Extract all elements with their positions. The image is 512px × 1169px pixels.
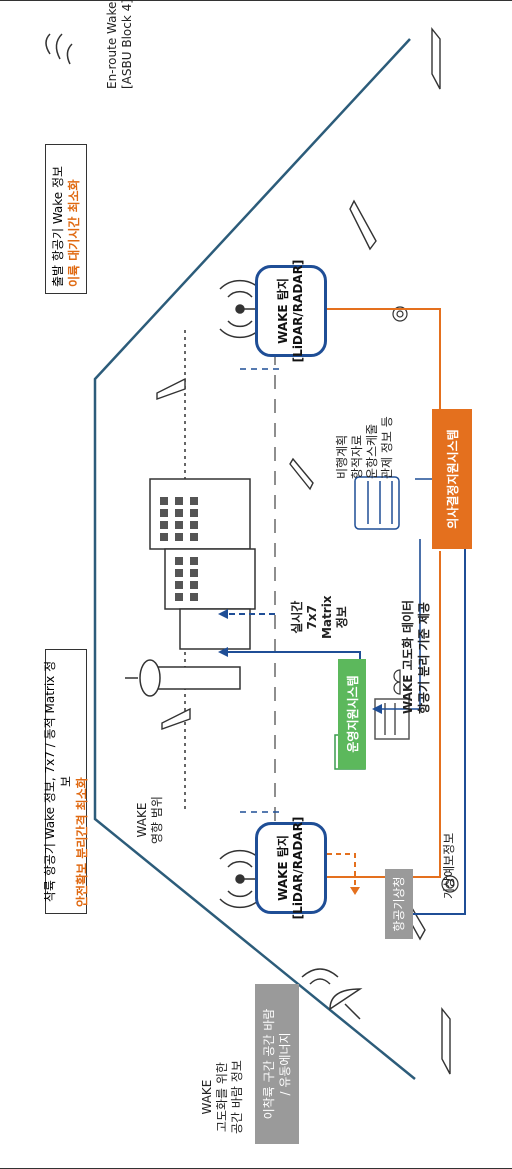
wind-info-line1: WAKE xyxy=(200,1079,214,1115)
departure-line2: 이륙 대기시간 최소화 xyxy=(67,179,81,287)
wake-data-line2: 항공기 분리 기준 제공 xyxy=(417,602,431,714)
airplane-icon xyxy=(156,27,451,1075)
departure-info-box: 출발 항공기 Wake 정보 이륙 대기시간 최소화 xyxy=(45,144,87,294)
wind-energy-line2: / 유동에너지 xyxy=(278,1032,292,1096)
wind-energy-box: 이착륙 구간 공간 바람 / 유동에너지 xyxy=(255,984,299,1144)
wind-energy-line1: 이착륙 구간 공간 바람 xyxy=(262,1008,276,1120)
enroute-line2: [ASBU Block 4] xyxy=(120,0,134,89)
detector-bottom: WAKE 탐지 [LiDAR/RADAR] xyxy=(255,817,327,919)
wake-range-line1: WAKE xyxy=(135,802,149,838)
flight-path-line xyxy=(93,38,416,1080)
matrix-line4: 정보 xyxy=(335,606,349,629)
decision-to-ops xyxy=(378,539,421,710)
flight-info-line3: 운항스케줄 xyxy=(365,423,379,479)
enroute-label: En-route Wake [ASBU Block 4] xyxy=(105,0,135,89)
detector-bottom-line1: WAKE 탐지 xyxy=(276,835,290,901)
detector-bottom-line2: [LiDAR/RADAR] xyxy=(291,816,305,920)
wind-info-line3: 공간 바람 정보 xyxy=(230,1060,244,1134)
weather-info-label: 기상예보정보 xyxy=(440,833,457,899)
flight-info-line2: 항적자료 xyxy=(350,434,364,479)
arrival-info-box: 착륙 항공기 Wake 정보, 7x7 / 동적 Matrix 정보 안전확보 … xyxy=(43,649,89,914)
vortex-icon xyxy=(392,306,459,893)
ops-system-label: 운영지원시스템 xyxy=(345,675,360,753)
kma-box: 항공기상청 xyxy=(385,869,413,939)
detector-to-kma-dashed xyxy=(327,853,356,889)
detector-bottom-to-decision xyxy=(327,551,441,878)
wake-range-line2: 영향 범위 xyxy=(150,796,164,844)
arrival-line1: 착륙 항공기 Wake 정보, 7x7 / 동적 Matrix 정보 xyxy=(43,660,73,903)
realtime-matrix-label: 실시간 7x7 Matrix 정보 xyxy=(290,595,350,639)
decision-support-system: 의사결정지원시스템 xyxy=(432,409,472,549)
kma-to-decision xyxy=(410,469,466,915)
detector-top: WAKE 탐지 [LiDAR/RADAR] xyxy=(255,260,327,362)
detector-top-line1: WAKE 탐지 xyxy=(276,278,290,344)
wind-icon xyxy=(45,33,73,65)
satellite-dish-icon xyxy=(301,968,363,1020)
decision-system-label: 의사결정지원시스템 xyxy=(445,429,460,529)
ops-support-system: 운영지원시스템 xyxy=(338,659,366,769)
matrix-line3: Matrix xyxy=(320,595,334,639)
airport-terminal xyxy=(149,478,256,650)
wake-data-line1: WAKE 고도화 데이터 xyxy=(401,599,415,714)
arrival-line2: 안전확보 분리간격 최소화 xyxy=(75,777,89,907)
flight-info-line1: 비행계획 xyxy=(335,434,349,479)
wake-range-label: WAKE 영향 범위 xyxy=(135,796,165,844)
flight-info-label: 비행계획 항적자료 운항스케줄 관제 정보 등 xyxy=(335,416,395,479)
detector-top-line2: [LiDAR/RADAR] xyxy=(291,259,305,363)
weather-info-text: 기상예보정보 xyxy=(442,832,456,899)
wind-info-label: WAKE 고도화를 위한 공간 바람 정보 xyxy=(200,1060,245,1134)
matrix-line1: 실시간 xyxy=(290,600,304,634)
detector-top-to-decision xyxy=(327,308,441,409)
wind-info-line2: 고도화를 위한 xyxy=(215,1062,229,1133)
wake-data-label: WAKE 고도화 데이터 항공기 분리 기준 제공 xyxy=(400,600,432,714)
control-tower-icon xyxy=(125,659,241,697)
enroute-line1: En-route Wake xyxy=(105,1,119,89)
flight-info-line4: 관제 정보 등 xyxy=(380,416,394,479)
departure-line1: 출발 항공기 Wake 정보 xyxy=(51,165,65,287)
kma-label: 항공기상청 xyxy=(392,876,406,932)
matrix-line2: 7x7 xyxy=(305,605,319,630)
